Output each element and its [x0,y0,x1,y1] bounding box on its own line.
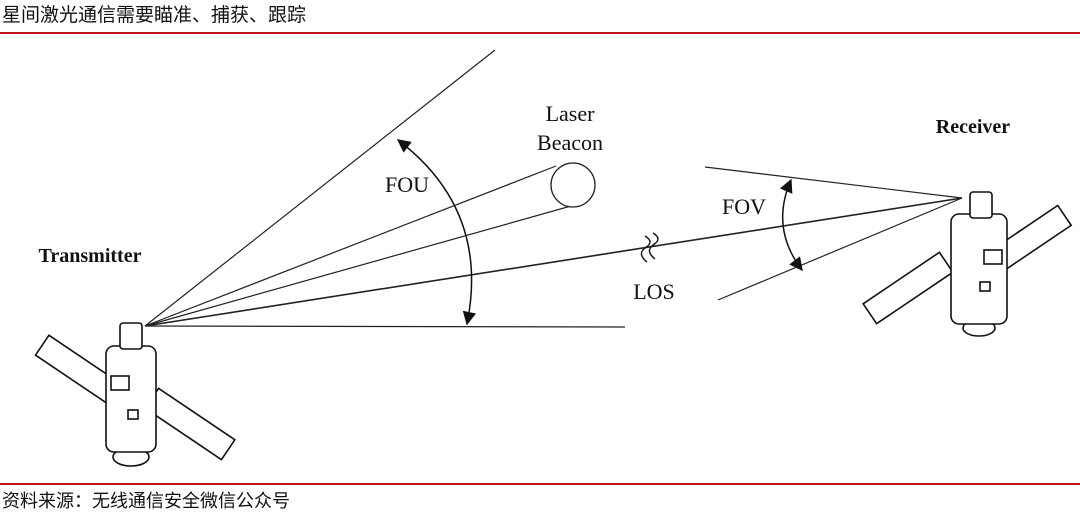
laser-beacon-circle [550,162,596,208]
fov-lower-line [717,197,963,301]
footer-divider [0,483,1080,485]
laser-label: Laser [546,101,596,126]
transmitter-beam-lines [144,49,963,328]
beacon-beam-upper-line [144,165,557,327]
page-title: 星间激光通信需要瞄准、捕获、跟踪 [2,4,307,26]
fov-arc-arrow [779,178,803,272]
los-line [144,197,963,327]
beacon-label: Beacon [537,130,603,155]
fou-label: FOU [385,172,429,197]
fou-arc-arrow [396,139,477,326]
transmitter-satellite-icon [34,322,236,467]
header-divider [0,32,1080,34]
beacon-beam-lower-line [144,203,579,327]
fov-upper-line [704,166,963,199]
transmitter-label: Transmitter [39,245,142,267]
source-note: 资料来源：无线通信安全微信公众号 [2,491,290,512]
fov-label: FOV [722,194,766,219]
los-label: LOS [633,279,675,304]
acquisition-tracking-diagram: Laser Beacon FOU FOV LOS Transmitter Rec… [34,49,1073,467]
receiver-fov-lines [704,166,963,301]
receiver-satellite-icon [862,191,1073,337]
fou-lower-bound-line [144,325,626,328]
fou-upper-bound-line [144,49,496,327]
receiver-label: Receiver [936,116,1011,138]
los-break-mark [640,232,659,263]
